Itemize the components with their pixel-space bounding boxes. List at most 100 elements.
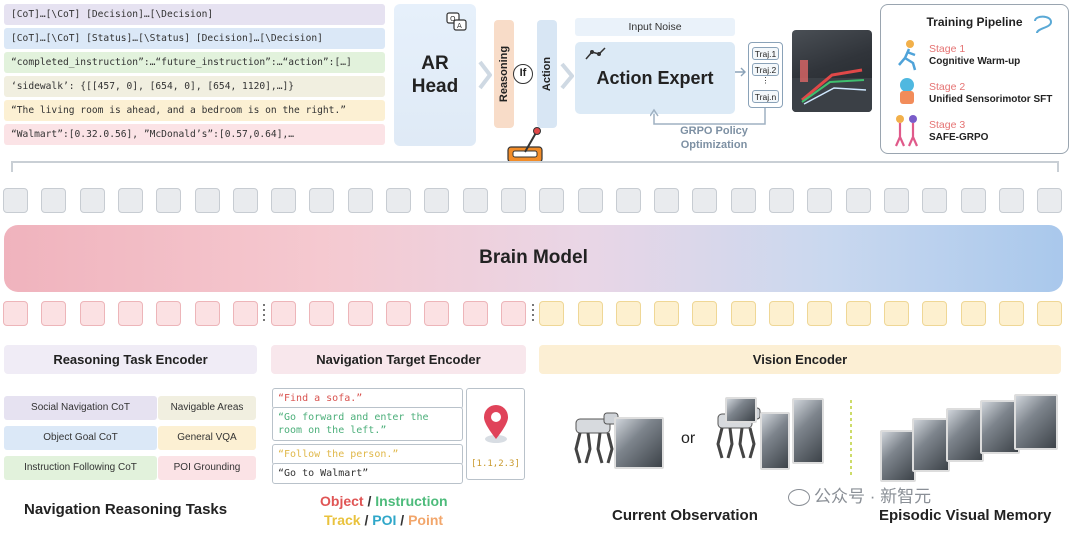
memory-separator (850, 400, 852, 476)
grpo-line-2: Optimization (680, 139, 748, 151)
ar-head-line-2: Head (411, 76, 459, 97)
token (807, 188, 833, 213)
watermark: 公众号 · 新智元 (788, 482, 931, 507)
token (117, 188, 143, 213)
token (998, 301, 1024, 326)
training-pipeline-panel: Training Pipeline Stage 1 Cognitive Warm… (880, 4, 1069, 154)
token (807, 301, 833, 326)
chevron-right-icon (478, 60, 492, 90)
token (424, 188, 450, 213)
legend-separator: / (396, 512, 409, 528)
token (998, 188, 1024, 213)
token (539, 188, 565, 213)
token (156, 188, 182, 213)
token (577, 301, 603, 326)
token (386, 301, 411, 326)
brain-model-label: Brain Model (479, 247, 588, 268)
watermark-text: 公众号 · 新智元 (814, 487, 932, 506)
token (232, 188, 258, 213)
token (271, 301, 297, 326)
token (386, 188, 411, 213)
vision-encoder: Vision Encoder (539, 345, 1061, 374)
output-format-strip: [CoT]…[\CoT] [Status]…[\Status] [Decisio… (4, 28, 385, 49)
output-bracket (11, 161, 1059, 172)
legend-object: Object (320, 493, 364, 509)
token (654, 301, 680, 326)
token (500, 188, 526, 213)
switch-lever-icon (507, 127, 543, 163)
grpo-line-1: GRPO Policy (680, 125, 748, 137)
trajectory-ellipsis: ⋮ (761, 76, 770, 85)
reasoning-task-chip: Navigable Areas (158, 396, 256, 420)
legend-instruction: Instruction (375, 493, 448, 509)
reasoning-label: Reasoning (498, 45, 510, 103)
navigation-instruction: “Find a sofa.” (272, 388, 463, 409)
token (117, 301, 143, 326)
memory-frame (912, 418, 950, 472)
navigation-instruction: “Go to Walmart” (272, 463, 463, 484)
action-expert-block: Action Expert (575, 42, 735, 114)
token (615, 188, 641, 213)
legend-separator: / (363, 493, 376, 509)
stage-1-desc: Cognitive Warm-up (929, 56, 1021, 67)
grpo-feedback-arrow (650, 108, 766, 125)
reasoning-task-encoder: Reasoning Task Encoder (4, 345, 257, 374)
current-view-photo-right (792, 398, 824, 464)
trajectory-item: Traj.2 (752, 63, 779, 76)
token (539, 301, 565, 326)
trajectory-item: Traj.n (752, 90, 779, 103)
or-label: or (681, 430, 696, 447)
token (1037, 301, 1063, 326)
scene-trajectories (792, 60, 872, 112)
brain-model-block: Brain Model (4, 225, 1063, 292)
reasoning-task-chip: General VQA (158, 426, 256, 450)
legend-poi: POI (372, 512, 397, 528)
token (883, 188, 909, 213)
token (156, 301, 182, 326)
token (922, 188, 948, 213)
reasoning-task-chip: Social Navigation CoT (4, 396, 157, 420)
output-format-strip: “completed_instruction”:…“future_instruc… (4, 52, 385, 73)
token (309, 301, 335, 326)
memory-frame (980, 400, 1020, 454)
reasoning-task-chip: Object Goal CoT (4, 426, 157, 450)
token (194, 301, 220, 326)
navigation-instruction: “Go forward and enter the room on the le… (272, 407, 463, 441)
token (1037, 188, 1063, 213)
token (730, 301, 756, 326)
token (845, 301, 871, 326)
ar-head-block: Q A AR Head (394, 4, 476, 146)
token (769, 188, 794, 213)
robot-arm-icon (585, 47, 606, 60)
token (692, 301, 718, 326)
map-pin-icon (484, 405, 508, 443)
token (845, 188, 871, 213)
training-pipeline-title: Training Pipeline (926, 15, 1023, 29)
token (500, 301, 526, 326)
action-bar: Action (537, 20, 557, 128)
trajectory-list: Traj.1 Traj.2 ⋮ Traj.n (748, 42, 783, 108)
input-noise-label: Input Noise (575, 18, 735, 36)
if-condition-badge: If (513, 64, 533, 84)
token (41, 188, 67, 213)
token (960, 188, 986, 213)
point-target-box: [1.1,2.3] (466, 388, 525, 480)
token (79, 301, 105, 326)
action-expert-label: Action Expert (596, 68, 714, 88)
legend-point: Point (408, 512, 444, 528)
token (347, 301, 373, 326)
trajectory-item: Traj.1 (752, 47, 779, 60)
token (41, 301, 67, 326)
ar-head-line-1: AR (421, 53, 449, 74)
stage-3-name: Stage 3 (929, 119, 966, 131)
current-view-photo-front (760, 412, 790, 470)
navigation-target-encoder: Navigation Target Encoder (271, 345, 526, 374)
wechat-icon (788, 489, 810, 507)
reasoning-bar: Reasoning (494, 20, 514, 128)
stage-2-desc: Unified Sensorimotor SFT (929, 94, 1053, 105)
token (654, 188, 680, 213)
token (615, 301, 641, 326)
stage-3-desc: SAFE-GRPO (929, 132, 989, 143)
target-type-legend-2: Track / POI / Point (324, 512, 443, 530)
chevron-right-icon-2 (560, 62, 574, 90)
